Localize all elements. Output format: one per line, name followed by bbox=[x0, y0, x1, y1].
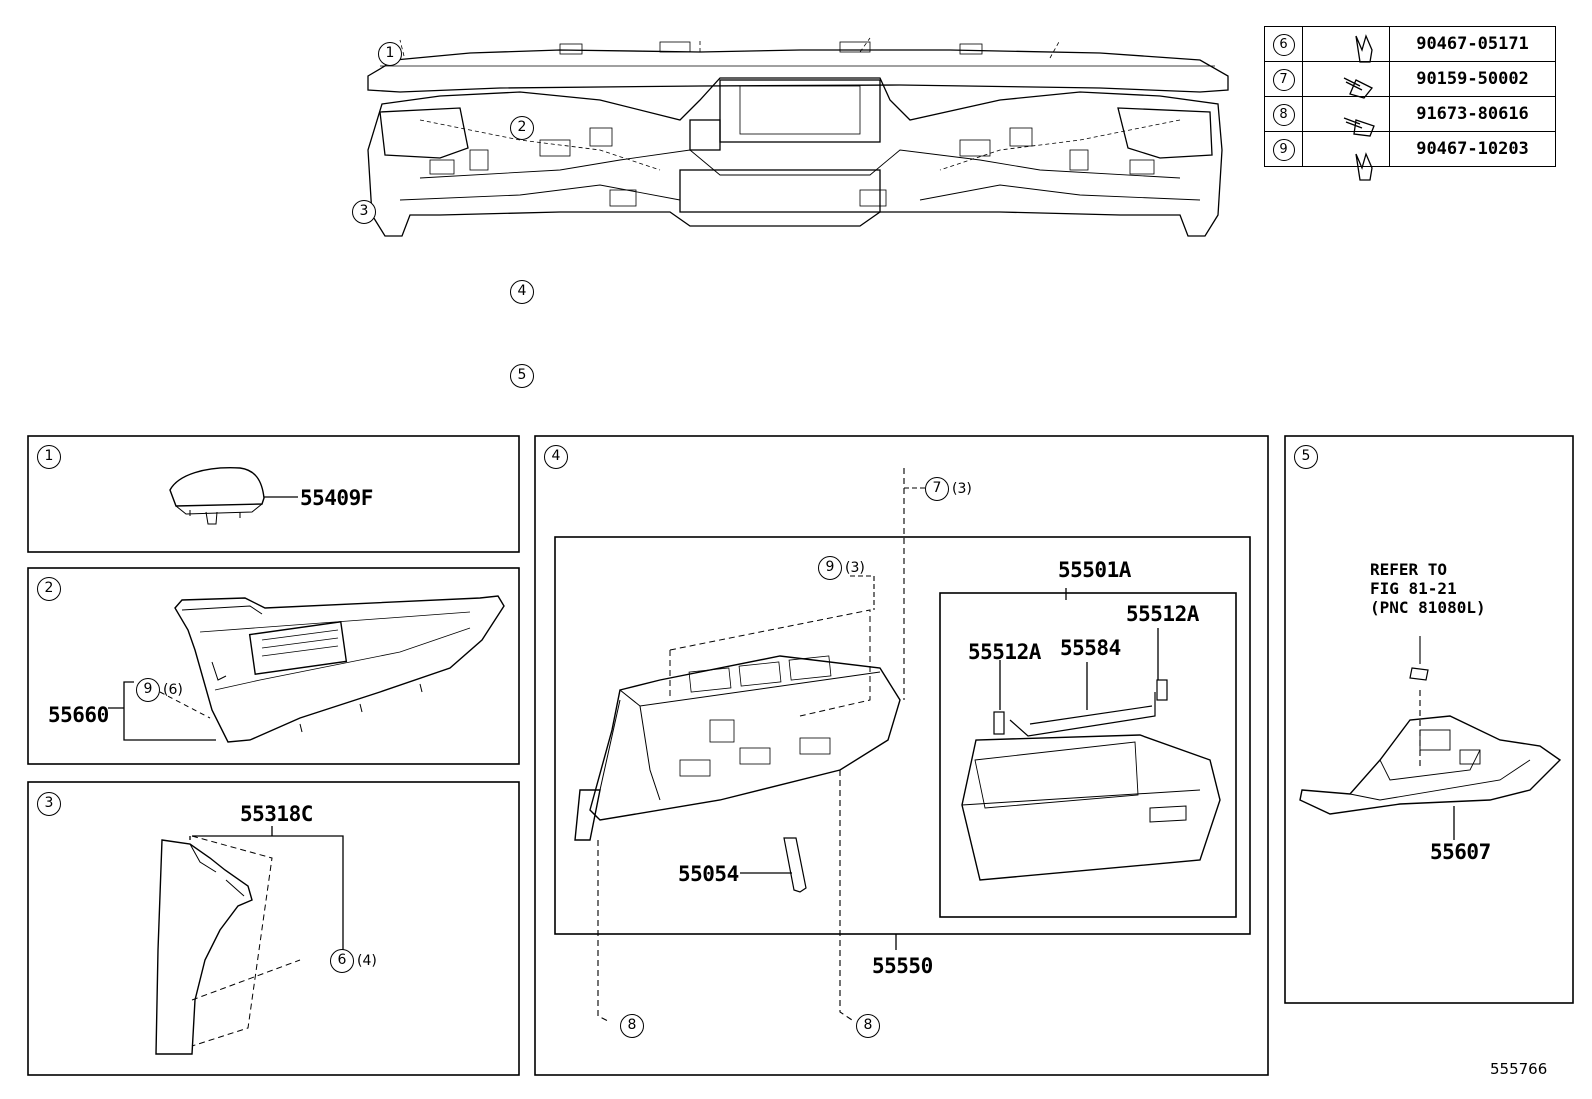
fastener-qty: (3) bbox=[845, 560, 865, 576]
panel-ref-4: 4 bbox=[544, 445, 568, 469]
instrument-panel-overview bbox=[367, 37, 1229, 237]
clip-icon bbox=[1302, 131, 1390, 167]
panel-1-frame bbox=[27, 435, 520, 553]
fastener-row: 8 91673-80616 bbox=[1264, 96, 1556, 132]
overview-ref-1[interactable]: 1 bbox=[378, 42, 402, 66]
overview-ref-4[interactable]: 4 bbox=[510, 280, 534, 304]
fastener-ref-7[interactable]: 7 bbox=[925, 477, 949, 501]
fastener-qty: (4) bbox=[357, 953, 377, 969]
refer-note[interactable]: REFER TO FIG 81-21 (PNC 81080L) bbox=[1370, 560, 1486, 617]
ref-circle: 6 bbox=[1272, 33, 1295, 56]
illustration-number: 555766 bbox=[1490, 1060, 1548, 1078]
overview-ref-3[interactable]: 3 bbox=[352, 200, 376, 224]
part-55584-label[interactable]: 55584 bbox=[1060, 636, 1121, 660]
part-55054-label[interactable]: 55054 bbox=[678, 862, 739, 886]
part-number: 90467-05171 bbox=[1389, 26, 1556, 62]
panel-2-frame bbox=[27, 567, 520, 765]
fastener-qty: (3) bbox=[952, 481, 972, 497]
part-55501A-label[interactable]: 55501A bbox=[1058, 558, 1131, 582]
panel-3-frame bbox=[27, 781, 520, 1076]
panel-55660-drawing bbox=[108, 595, 505, 743]
panel-55318C-drawing bbox=[155, 826, 344, 1055]
fastener-ref-9[interactable]: 9 bbox=[818, 556, 842, 580]
part-number: 90159-50002 bbox=[1389, 61, 1556, 97]
bolt-icon bbox=[1302, 96, 1390, 132]
part-55318C-label[interactable]: 55318C bbox=[240, 802, 313, 826]
clip-icon bbox=[1355, 152, 1373, 181]
panel-ref-5: 5 bbox=[1294, 445, 1318, 469]
overview-ref-2[interactable]: 2 bbox=[510, 116, 534, 140]
part-number: 90467-10203 bbox=[1389, 131, 1556, 167]
fastener-table: 6 90467-05171 7 90159-50002 8 91673-8061… bbox=[1264, 26, 1556, 167]
panel-ref-3: 3 bbox=[37, 792, 61, 816]
fastener-ref-8[interactable]: 8 bbox=[620, 1014, 644, 1038]
part-55660-label[interactable]: 55660 bbox=[48, 703, 109, 727]
panel-4-frame bbox=[534, 435, 1269, 1076]
undercover-55607-drawing bbox=[1299, 636, 1562, 840]
fastener-row: 6 90467-05171 bbox=[1264, 26, 1556, 62]
ref-circle: 8 bbox=[1272, 103, 1295, 126]
fastener-ref-9[interactable]: 9 bbox=[136, 678, 160, 702]
panel-ref-2: 2 bbox=[37, 577, 61, 601]
fastener-row: 9 90467-10203 bbox=[1264, 131, 1556, 167]
part-55607-label[interactable]: 55607 bbox=[1430, 840, 1491, 864]
garnish-55409F-drawing bbox=[169, 467, 298, 525]
part-number: 91673-80616 bbox=[1389, 96, 1556, 132]
screw-icon bbox=[1302, 61, 1390, 97]
ref-circle: 7 bbox=[1272, 68, 1295, 91]
ref-circle: 9 bbox=[1272, 138, 1295, 161]
fastener-ref-6[interactable]: 6 bbox=[330, 949, 354, 973]
glovebox-assy-frame bbox=[554, 536, 1251, 935]
clip-icon bbox=[1302, 26, 1390, 62]
fastener-qty: (6) bbox=[163, 682, 183, 698]
overview-ref-5[interactable]: 5 bbox=[510, 364, 534, 388]
fastener-ref-8[interactable]: 8 bbox=[856, 1014, 880, 1038]
panel-ref-1: 1 bbox=[37, 445, 61, 469]
fastener-row: 7 90159-50002 bbox=[1264, 61, 1556, 97]
part-55512A-left-label[interactable]: 55512A bbox=[968, 640, 1041, 664]
glovebox-55550-drawing bbox=[574, 468, 1221, 1023]
part-55409F-label[interactable]: 55409F bbox=[300, 486, 373, 510]
part-55550-label[interactable]: 55550 bbox=[872, 954, 933, 978]
part-55512A-right-label[interactable]: 55512A bbox=[1126, 602, 1199, 626]
panel-5-frame bbox=[1284, 435, 1574, 1004]
door-subassy-frame bbox=[939, 592, 1237, 918]
